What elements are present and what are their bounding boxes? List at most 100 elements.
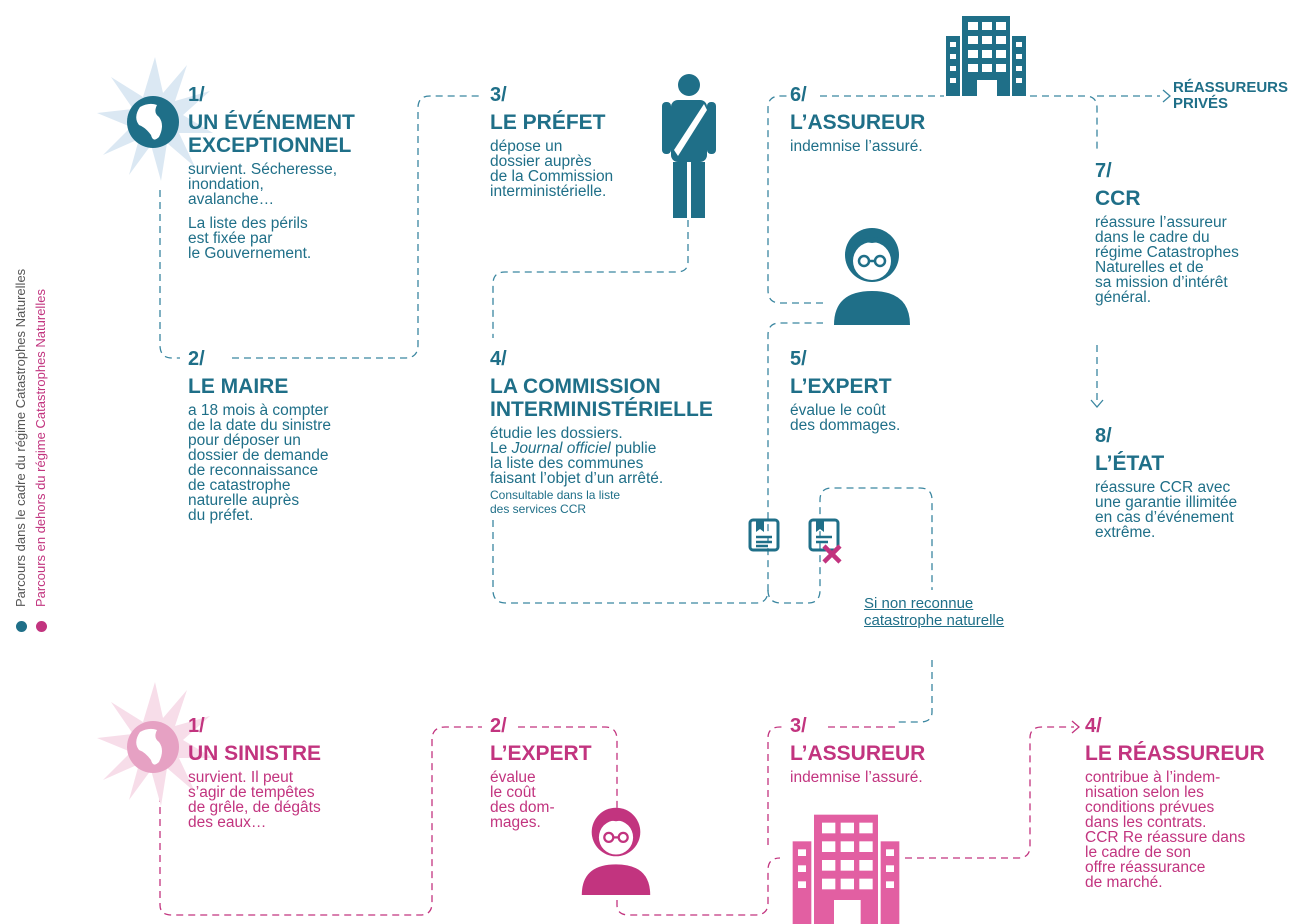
step-title: L’ASSUREUR [790,742,926,765]
text-line: dossier de demande [188,447,329,464]
step-description: a 18 mois à compter de la date du sinist… [188,402,408,524]
text-line: interministérielle. [490,183,607,200]
top-step-7: 7/ CCR réassure l’assureur dans le cadre… [1095,160,1295,305]
connector-4-5 [492,322,823,604]
step-number: 8/ [1095,425,1112,447]
text-line: La liste des périls [188,215,308,232]
step-note: La liste des périls est fixée par le Gou… [188,215,408,262]
text-line: inondation, [188,176,264,193]
text-line: contribue à l’indem- [1085,769,1221,786]
text-line: dossier auprès [490,153,592,170]
text-line: dans les contrats. [1085,814,1207,831]
legend-item-pink: Parcours en dehors du régime Catastrophe… [31,12,51,632]
connector-building-7 [1030,95,1098,150]
not-recognized-link[interactable]: Si non reconnue catastrophe naturelle [864,595,1004,629]
text-line: réassure CCR avec [1095,479,1231,496]
text-line: avalanche… [188,191,275,208]
step-small-note: Consultable dans la liste des services C… [490,488,740,516]
text-line: de reconnaissance [188,462,319,479]
connector-pink-building-4 [905,726,1074,859]
link-line[interactable]: catastrophe naturelle [864,612,1005,629]
step-description: contribue à l’indem- nisation selon les … [1085,769,1300,891]
text-line: offre réassurance [1085,859,1206,876]
step-title-line: UN ÉVÉNEMENT [188,111,355,134]
bottom-step-3: 3/ L’ASSUREUR indemnise l’assuré. [790,715,960,785]
text-line: faisant l’objet d’un arrêté. [490,470,664,487]
text-line: Consultable dans la liste [490,488,621,502]
text-line: Naturelles et de [1095,259,1204,276]
step-title: L’EXPERT [490,742,592,765]
text-line: des services CCR [490,502,587,516]
text-fragment: publie [610,440,657,457]
text-fragment: Le [490,440,512,457]
step-description: évalue le coût des dommages. [790,403,950,434]
expert-pink-icon [581,807,651,895]
legend-label-pink: Parcours en dehors du régime Catastrophe… [33,289,48,607]
step-number: 1/ [188,715,205,737]
globe-burst-pink-icon [97,682,213,806]
step-number: 4/ [490,348,507,370]
text-line: régime Catastrophes [1095,244,1239,261]
text-line: pour déposer un [188,432,301,449]
prefect-icon [662,74,716,218]
connector-2-3 [232,95,482,359]
text-line: général. [1095,289,1152,306]
step-number: 2/ [188,348,205,370]
document-rejected-icon [808,518,842,564]
connector-pink-2-3 [518,726,618,815]
step-title-line: LA COMMISSION [490,375,661,398]
journal-officiel-text: Journal officiel [511,440,611,457]
text-line: dépose un [490,138,563,155]
text-line: RÉASSUREURS [1173,79,1289,96]
top-step-6: 6/ L’ASSUREUR indemnise l’assuré. [790,84,960,154]
step-number: 6/ [790,84,807,106]
private-reinsurers-label: RÉASSUREURS PRIVÉS [1173,80,1288,112]
legend-dot-pink [36,621,48,632]
step-description: survient. Sécheresse, inondation, avalan… [188,161,408,208]
text-line: la liste des communes [490,455,644,472]
text-line: du préfet. [188,507,254,524]
text-line: CCR Re réassure dans [1085,829,1246,846]
link-line[interactable]: Si non reconnue [864,595,974,612]
top-step-8: 8/ L’ÉTAT réassure CCR avec une garantie… [1095,425,1295,540]
connector-3-4 [492,220,689,338]
step-title: L’EXPERT [790,375,892,398]
legend-label-blue: Parcours dans le cadre du régime Catastr… [13,268,28,607]
text-line: indemnise l’assuré. [790,138,923,155]
step-number: 5/ [790,348,807,370]
step-description: étudie les dossiers. Le Journal officiel… [490,426,740,487]
text-line: nisation selon les [1085,784,1204,801]
step-title: LE RÉASSUREUR [1085,742,1265,765]
step-title: UN SINISTRE [188,742,322,765]
step-title: LA COMMISSION INTERMINISTÉRIELLE [490,375,740,421]
step-description: indemnise l’assuré. [790,138,960,155]
text-line: a 18 mois à compter [188,402,329,419]
text-line: Le Journal officiel publie [490,440,740,457]
step-number: 7/ [1095,160,1112,182]
step-title: LE PRÉFET [490,111,606,134]
text-line: de la Commission [490,168,614,185]
text-line: survient. Sécheresse, [188,161,338,178]
step-number: 2/ [490,715,507,737]
text-line: survient. Il peut [188,769,294,786]
connector-1-2 [159,190,180,359]
text-line: est fixée par [188,230,273,247]
legend: Parcours dans le cadre du régime Catastr… [11,12,48,632]
text-line: une garantie illimitée [1095,494,1238,511]
text-line: des eaux… [188,814,267,831]
legend-dot-blue [16,621,28,632]
connector-to-bottom [897,660,933,723]
step-description: réassure l’assureur dans le cadre du rég… [1095,214,1295,306]
step-title: L’ÉTAT [1095,452,1165,475]
step-description: réassure CCR avec une garantie illimitée… [1095,479,1295,541]
step-description: dépose un dossier auprès de la Commissio… [490,138,660,200]
text-line: réassure l’assureur [1095,214,1227,231]
step-title: LE MAIRE [188,375,289,398]
bottom-step-4: 4/ LE RÉASSUREUR contribue à l’indem- ni… [1085,715,1300,890]
connector-pink-2-expert [616,857,781,916]
text-line: le coût [490,784,536,801]
text-line: de catastrophe [188,477,291,494]
expert-icon [834,228,910,325]
step-number: 3/ [490,84,507,106]
step-title: UN ÉVÉNEMENT EXCEPTIONNEL [188,111,408,157]
